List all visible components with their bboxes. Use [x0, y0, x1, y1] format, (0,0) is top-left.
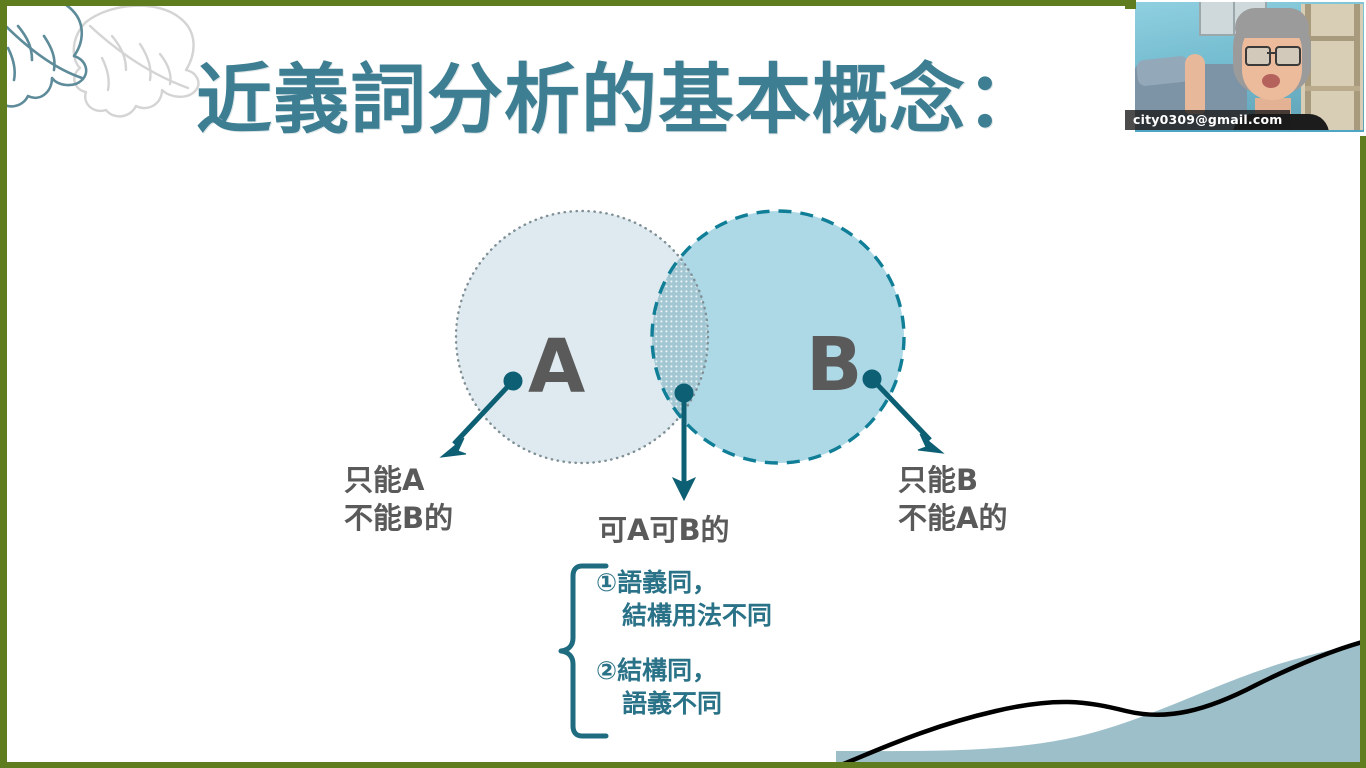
webcam-raised-hand [1185, 54, 1205, 114]
slide-title: 近義詞分析的基本概念： [196, 55, 1043, 144]
callout-right-line1: 只能B [898, 463, 979, 497]
frame-border-bottom [0, 762, 1366, 768]
glasses-icon [1245, 46, 1271, 66]
webcam-shelf-bar-upper [1305, 36, 1360, 41]
glasses-icon [1275, 46, 1301, 66]
note-item: ②結構同， 語義不同 [596, 654, 772, 720]
venn-label-b: B [806, 322, 863, 408]
webcam-cushion-object [1135, 55, 1191, 87]
webcam-shelf-post-right [1354, 4, 1360, 130]
wave-decoration [836, 638, 1366, 768]
frame-border-top [0, 0, 1130, 6]
venn-circle-a-outline [454, 209, 710, 465]
callout-left: 只能A 不能B的 [344, 462, 453, 537]
note-marker: ① [596, 568, 618, 597]
note-line2: 結構用法不同 [622, 601, 773, 630]
webcam-shelf-object [1301, 4, 1363, 130]
callout-right: 只能B 不能A的 [898, 462, 1007, 537]
note-marker: ② [596, 656, 618, 685]
monstera-leaf-decoration [0, 0, 200, 118]
webcam-mouth [1262, 74, 1280, 88]
note-line1: 語義同， [617, 568, 718, 597]
webcam-fringe [1235, 8, 1309, 38]
webcam-corner-accent [1125, 0, 1136, 9]
note-item: ①語義同， 結構用法不同 [596, 566, 772, 632]
callout-right-line2: 不能A的 [898, 500, 1008, 535]
webcam-participant-email: city0309@gmail.com [1125, 110, 1291, 130]
venn-circle-b [652, 211, 904, 463]
callout-center: 可A可B的 [598, 512, 730, 550]
webcam-overlay[interactable]: city0309@gmail.com [1125, 0, 1366, 136]
venn-circle-b-outline [650, 209, 906, 465]
callout-left-line1: 只能A [344, 463, 425, 497]
venn-circle-a [456, 211, 708, 463]
notes-list: ①語義同， 結構用法不同 ②結構同， 語義不同 [596, 566, 772, 720]
webcam-bottom-edge [1135, 130, 1364, 132]
callout-center-line1: 可A可B的 [598, 513, 730, 547]
note-line2: 語義不同 [622, 689, 723, 718]
venn-label-a: A [528, 324, 586, 410]
webcam-video[interactable] [1135, 2, 1364, 130]
callout-left-line2: 不能B的 [344, 500, 454, 535]
webcam-shelf-bar-lower [1305, 86, 1360, 91]
frame-border-right [1360, 0, 1366, 768]
note-line1: 結構同， [617, 656, 718, 685]
glasses-bridge [1267, 52, 1275, 54]
frame-border-left [0, 0, 7, 768]
venn-diagram [454, 209, 906, 465]
